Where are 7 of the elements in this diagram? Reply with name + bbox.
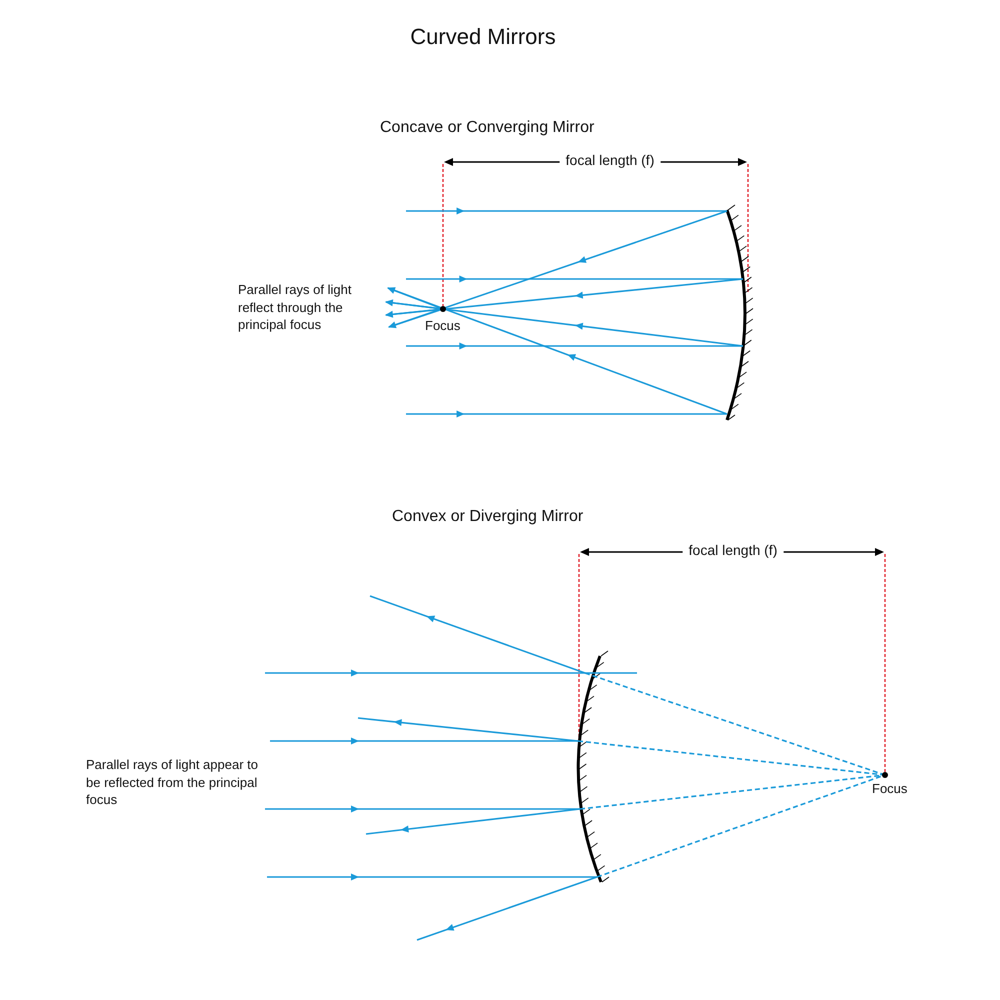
focus-label: Focus (425, 317, 460, 335)
section-heading: Concave or Converging Mirror (380, 118, 594, 138)
annotation-text: Parallel rays of light reflect through the principal focus (238, 281, 352, 334)
diagram-title: Curved Mirrors (409, 24, 557, 50)
focus-label: Focus (872, 780, 908, 798)
annotation-text: Parallel rays of light appear to be reflected from the principal focus (86, 756, 259, 809)
section-heading: Convex or Diverging Mirror (392, 507, 584, 527)
